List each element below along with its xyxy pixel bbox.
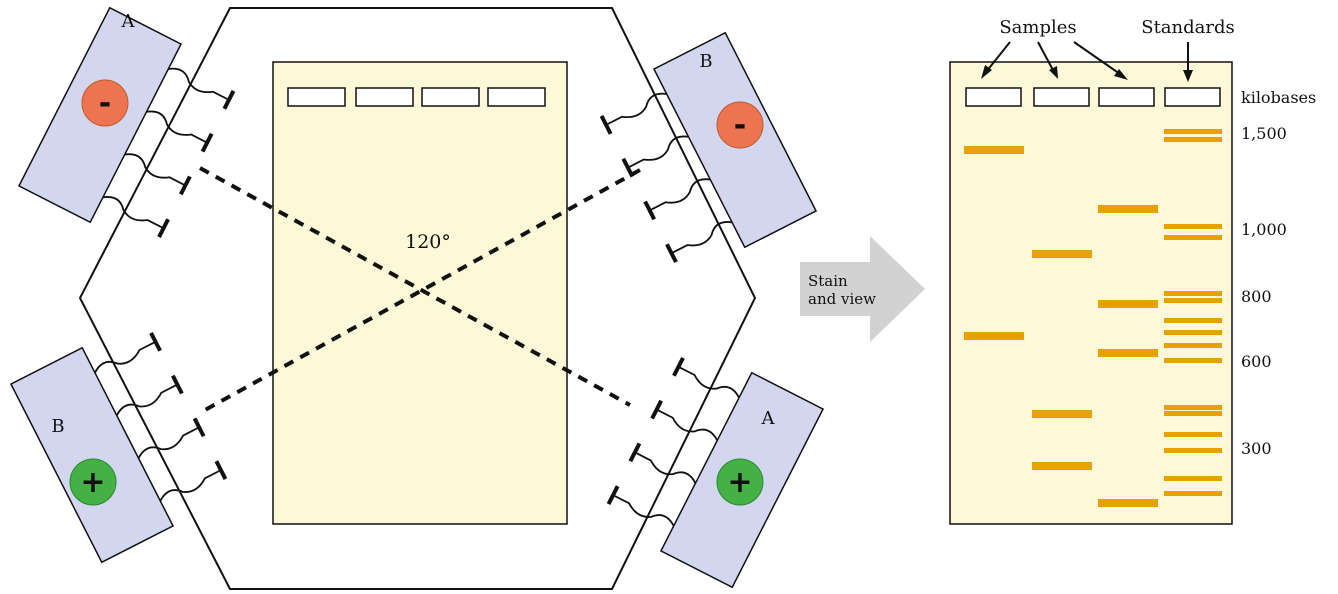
negative-electrode-icon	[81, 79, 129, 127]
size-marker-label: 1,500	[1241, 124, 1287, 143]
sample-lane-2	[1032, 250, 1092, 470]
standard-band	[1164, 291, 1222, 296]
standard-band	[1164, 476, 1222, 481]
electrode-sign: -	[734, 108, 746, 143]
standard-band	[1164, 137, 1222, 142]
electrode-terminals	[606, 356, 685, 505]
standard-band	[1164, 411, 1222, 416]
dna-band	[1098, 499, 1158, 507]
result-gel-panel: Samples Standards	[949, 17, 1316, 525]
dna-band	[964, 332, 1024, 340]
size-marker-label: 800	[1241, 287, 1272, 306]
standard-band	[1164, 129, 1222, 134]
result-wells	[965, 87, 1221, 107]
pointer-arrow	[1037, 41, 1055, 73]
arrow-label-line2: and view	[808, 290, 876, 308]
standard-band	[1164, 318, 1222, 323]
arrow-label-line1: Stain	[808, 272, 848, 290]
angle-label: 120°	[405, 231, 451, 253]
arrowhead-icon	[1114, 69, 1128, 80]
electrode-terminals	[599, 115, 678, 264]
sample-well	[965, 87, 1022, 107]
gel-well	[287, 87, 346, 107]
pointer-arrow	[985, 41, 1011, 73]
positive-electrode-icon	[69, 458, 117, 506]
pointer-arrow	[1073, 41, 1121, 75]
field-line-b	[204, 168, 641, 412]
standard-band	[1164, 235, 1222, 240]
kilobases-label: kilobases	[1241, 88, 1316, 107]
electrode-wires	[605, 92, 733, 254]
dna-band	[1098, 349, 1158, 357]
dna-band	[1098, 300, 1158, 308]
arrowhead-icon	[1049, 66, 1058, 79]
gel-wells	[287, 87, 546, 107]
dna-band	[1032, 410, 1092, 418]
field-direction-lines	[199, 166, 641, 412]
size-marker-label: 600	[1241, 352, 1272, 371]
sample-lane-1	[964, 146, 1024, 340]
sample-well	[1033, 87, 1090, 107]
standard-band	[1164, 330, 1222, 335]
arrowhead-icon	[981, 65, 992, 79]
standard-band	[1164, 343, 1222, 348]
electrode-label: A	[761, 408, 776, 429]
dna-band	[1098, 205, 1158, 213]
electrode-label: A	[121, 11, 136, 32]
electrode-label: B	[699, 51, 712, 72]
electrode-sign: -	[99, 86, 111, 121]
gel-well	[355, 87, 414, 107]
electrode-box	[9, 346, 175, 564]
standards-well	[1164, 87, 1221, 107]
standard-band	[1164, 298, 1222, 303]
dna-band	[1032, 462, 1092, 470]
dna-band	[1032, 250, 1092, 258]
standards-lane	[1164, 129, 1222, 496]
standard-band	[1164, 491, 1222, 496]
positive-electrode-icon	[716, 458, 764, 506]
size-marker-label: 1,000	[1241, 220, 1287, 239]
electrode-sign: +	[80, 465, 105, 500]
dna-band	[964, 146, 1024, 154]
electrode-sign: +	[727, 465, 752, 500]
electrode-terminals	[149, 331, 228, 480]
electrode-wires	[612, 366, 740, 527]
arrowhead-icon	[1183, 70, 1193, 82]
gel-well	[487, 87, 546, 107]
samples-label: Samples	[999, 17, 1076, 38]
gel-well	[421, 87, 480, 107]
standard-band	[1164, 358, 1222, 363]
standard-band	[1164, 432, 1222, 437]
standards-label: Standards	[1141, 17, 1235, 38]
standard-band	[1164, 405, 1222, 410]
sample-well	[1098, 87, 1155, 107]
pointer-arrows	[985, 41, 1189, 75]
stain-and-view-arrow: Stain and view	[800, 236, 925, 342]
left-apparatus: 120° A -	[9, 6, 825, 590]
pointer-arrowheads	[981, 65, 1193, 82]
negative-electrode-icon	[716, 101, 764, 149]
right-arrow-icon	[800, 236, 925, 342]
electrode-bottom-left	[9, 331, 228, 564]
electrode-wires	[102, 67, 230, 229]
field-line-a	[199, 166, 631, 407]
standard-band	[1164, 448, 1222, 453]
sample-lane-3	[1098, 205, 1158, 507]
electrode-terminals	[157, 90, 236, 239]
electrode-label: B	[51, 416, 64, 437]
size-marker-label: 300	[1241, 439, 1272, 458]
electrode-wires	[94, 341, 222, 502]
standard-band	[1164, 224, 1222, 229]
